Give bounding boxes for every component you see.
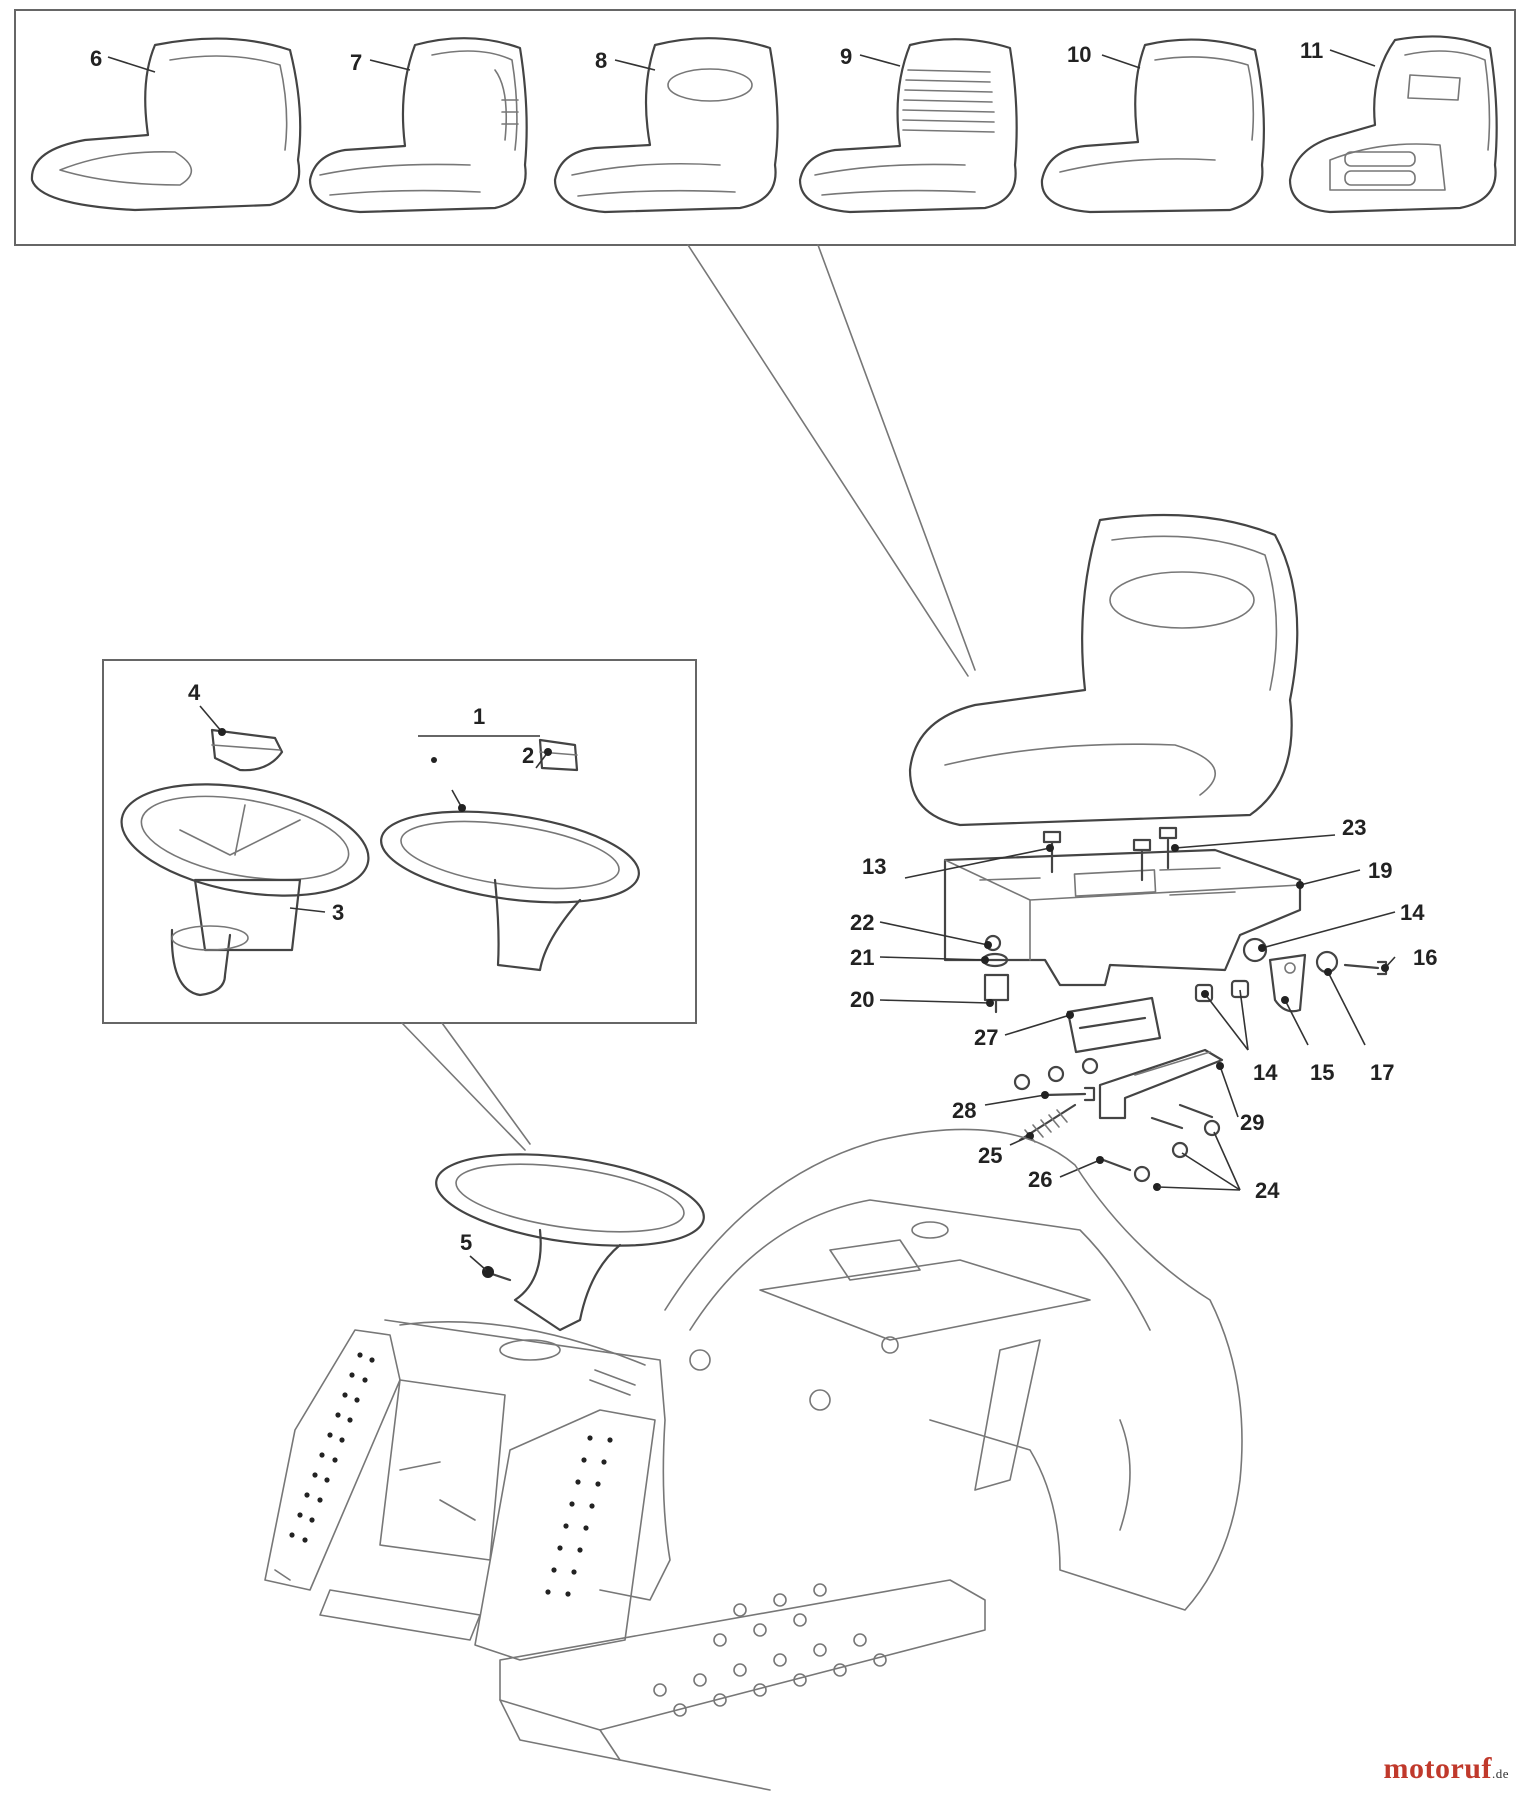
seat-variant-7 — [308, 37, 528, 214]
callout-29: 29 — [1240, 1110, 1264, 1135]
callout-1: 1 — [473, 704, 485, 729]
callout-28: 28 — [952, 1098, 976, 1123]
main-seat — [908, 513, 1299, 827]
callout-2: 2 — [522, 743, 534, 768]
callout-10: 10 — [1067, 42, 1091, 67]
callout-7: 7 — [350, 50, 362, 75]
seat-options-panel: 6 7 8 9 10 11 — [14, 9, 1516, 677]
callout-14a: 14 — [1400, 900, 1425, 925]
seat-variant-11 — [1288, 35, 1498, 214]
callout-4: 4 — [188, 680, 201, 705]
steering-wheel-exploded — [120, 728, 370, 997]
callout-3: 3 — [332, 900, 344, 925]
callout-17: 17 — [1370, 1060, 1394, 1085]
brand-tld: .de — [1491, 1766, 1509, 1781]
seat-variant-8 — [553, 37, 779, 214]
callout-5: 5 — [460, 1230, 472, 1255]
callout-22: 22 — [850, 910, 874, 935]
callout-15: 15 — [1310, 1060, 1334, 1085]
steering-wheel-assembly — [380, 738, 640, 972]
callout-26: 26 — [1028, 1167, 1052, 1192]
callout-8: 8 — [595, 48, 607, 73]
callout-27: 27 — [974, 1025, 998, 1050]
tractor-body-frame — [264, 1128, 1243, 1791]
seat-variant-9 — [798, 38, 1018, 214]
callout-20: 20 — [850, 987, 874, 1012]
callout-14b: 14 — [1253, 1060, 1278, 1085]
callout-9: 9 — [840, 44, 852, 69]
seat-variant-6 — [30, 37, 302, 212]
brand-name: motoruf — [1383, 1752, 1492, 1785]
steering-wheel-detail-panel: 4 1 2 3 — [102, 659, 697, 1151]
callout-19: 19 — [1368, 858, 1392, 883]
callout-25: 25 — [978, 1143, 1002, 1168]
seat-variant-10 — [1040, 38, 1265, 214]
callout-6: 6 — [90, 46, 102, 71]
seat-bracket-assembly — [943, 826, 1388, 1191]
callout-23: 23 — [1342, 815, 1366, 840]
callout-24: 24 — [1255, 1178, 1280, 1203]
footboard-holes — [653, 1583, 887, 1717]
left-vent-holes — [289, 1352, 375, 1543]
motoruf-watermark: motoruf.de — [1383, 1752, 1509, 1786]
callout-21: 21 — [850, 945, 874, 970]
callout-13: 13 — [862, 854, 886, 879]
callout-11: 11 — [1300, 38, 1323, 63]
bracket-leaders — [879, 834, 1396, 1191]
right-vent-holes — [545, 1435, 613, 1597]
callout-16: 16 — [1413, 945, 1437, 970]
